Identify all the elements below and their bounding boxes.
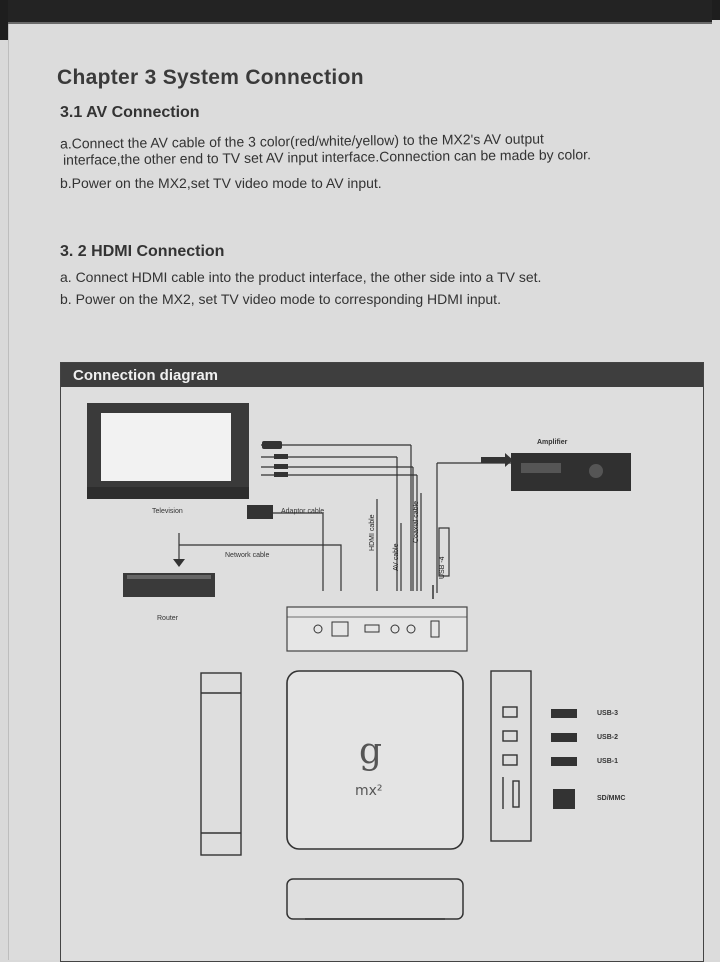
vertical-cables: [376, 493, 422, 591]
adaptor-cable: [247, 505, 324, 591]
diagram-title: Connection diagram: [73, 367, 219, 384]
section-hdmi-heading: 3. 2 HDMI Connection: [60, 243, 225, 260]
diagram-title-bar: Connection diagram: [61, 363, 703, 387]
front-view: [286, 878, 464, 920]
section-av-heading: 3.1 AV Connection: [60, 104, 200, 121]
right-side-view: [490, 670, 532, 842]
section-hdmi-line-b: b. Power on the MX2, set TV video mode t…: [60, 291, 501, 307]
top-view-box: g mx²: [286, 670, 464, 850]
label-usb4: USB -4: [439, 556, 446, 579]
label-usb1: USB-1: [597, 758, 619, 765]
left-side-view: [200, 672, 242, 856]
diagram-drawing: g mx²: [87, 403, 631, 920]
tv-cables: [261, 444, 513, 593]
network-cable: [178, 533, 342, 591]
usb-port-icons: [551, 709, 577, 809]
usb-stick: [438, 527, 450, 577]
svg-text:mx²: mx²: [355, 783, 383, 799]
label-coaxial-cable: Coaxial cable: [413, 500, 420, 543]
tv-plugs: [262, 441, 288, 477]
label-router: Router: [157, 615, 179, 622]
rear-panel: [286, 606, 468, 652]
label-usb3: USB-3: [597, 710, 619, 717]
connection-diagram: Connection diagram: [60, 362, 704, 962]
section-av-line-b: b.Power on the MX2,set TV video mode to …: [60, 175, 382, 191]
label-hdmi-cable: HDMI cable: [369, 514, 376, 551]
label-amplifier: Amplifier: [537, 439, 568, 446]
svg-text:g: g: [359, 731, 382, 772]
label-adaptor-cable: Adaptor cable: [281, 508, 325, 515]
chapter-title: Chapter 3 System Connection: [57, 66, 364, 89]
page-header-strip: [8, 0, 712, 24]
amplifier-illustration: [481, 453, 631, 491]
label-usb2: USB-2: [597, 734, 619, 741]
router-illustration: [123, 573, 215, 597]
label-television: Television: [152, 508, 183, 515]
television-illustration: [87, 403, 249, 499]
label-sdmmc: SD/MMC: [597, 795, 626, 802]
section-hdmi-line-a: a. Connect HDMI cable into the product i…: [60, 269, 542, 285]
label-av-cable: AV cable: [393, 543, 400, 572]
label-network-cable: Network cable: [225, 552, 270, 559]
